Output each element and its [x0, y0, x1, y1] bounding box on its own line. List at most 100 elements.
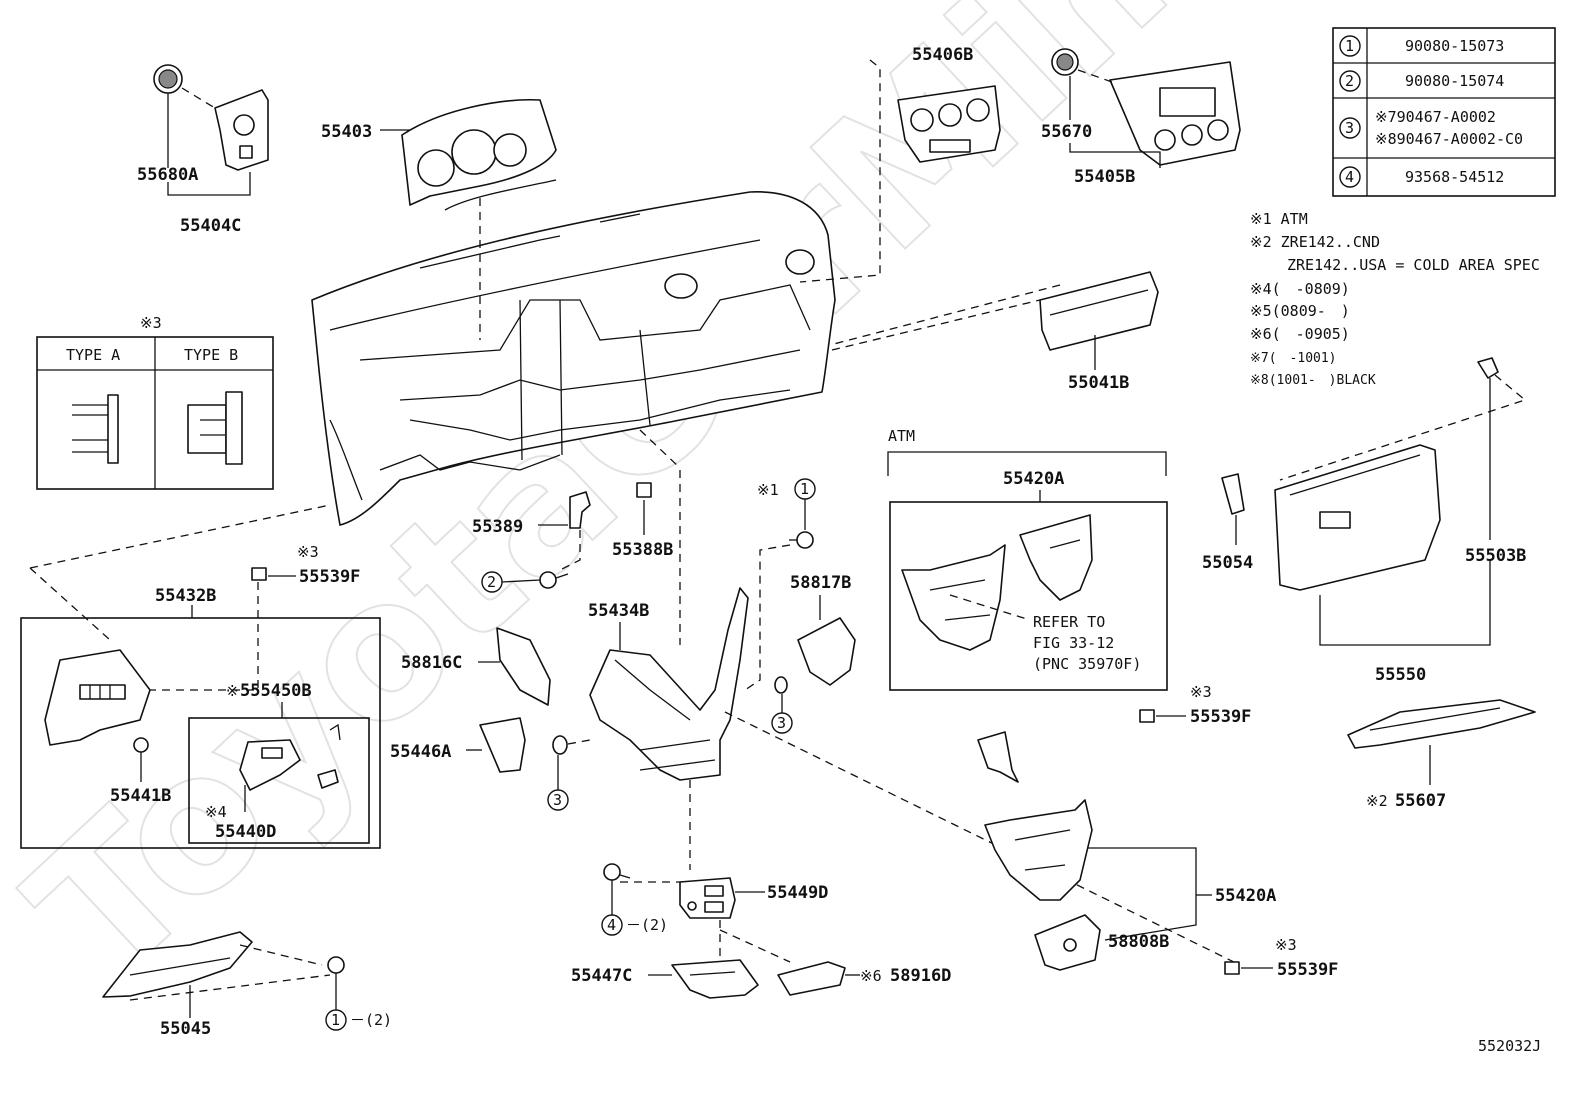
- mark-555450b: ※: [226, 682, 239, 700]
- note-8: ※8(1001- )BLACK: [1250, 373, 1376, 388]
- note-5: ※5(0809- ): [1250, 302, 1350, 320]
- part-55446a: 55446A: [390, 717, 526, 773]
- part-55405b-55670: 55670 55405B: [1041, 48, 1241, 187]
- part-55389: 55389: [472, 491, 591, 571]
- label-55389: 55389: [472, 517, 523, 537]
- type-a-label: TYPE A: [66, 346, 120, 364]
- type-b-label: TYPE B: [184, 346, 238, 364]
- mark-55539f-a: ※3: [297, 543, 319, 561]
- label-58808b: 58808B: [1108, 932, 1169, 952]
- callout-3b: 3: [777, 714, 786, 732]
- type-box: ※3 TYPE A TYPE B: [36, 314, 274, 490]
- qty-4: －(2): [626, 916, 668, 934]
- part-55420a-lower: 55420A 58808B ※3 55539F: [724, 711, 1338, 980]
- label-58916d: 58916D: [890, 966, 951, 986]
- legend-num-2: 2: [1345, 72, 1354, 90]
- legend-num-1: 1: [1345, 37, 1354, 55]
- label-55607: 55607: [1395, 791, 1446, 811]
- mark-55607: ※2: [1366, 792, 1388, 810]
- label-55388b: 55388B: [612, 540, 673, 560]
- label-55404c: 55404C: [180, 216, 241, 236]
- connector-glovebox: [831, 299, 1041, 351]
- part-55388b: 55388B: [612, 482, 673, 560]
- label-55405b: 55405B: [1074, 167, 1135, 187]
- note-1: ※1 ATM: [1250, 210, 1308, 228]
- callout-1-top: 1: [800, 480, 809, 498]
- part-55449d: 55449D 4 －(2): [601, 863, 828, 962]
- dashboard-panel: [311, 191, 836, 526]
- connector-center: [639, 429, 681, 469]
- note-7: ※7( -1001): [1250, 351, 1337, 366]
- part-58816c: 58816C: [401, 627, 551, 706]
- callout-3a: 3: [553, 791, 562, 809]
- part-55406b: 55406B: [799, 45, 1001, 283]
- part-55447c: 55447C ※6 58916D: [571, 929, 951, 999]
- legend-num-4: 4: [1345, 168, 1354, 186]
- refer-line3: (PNC 35970F): [1033, 655, 1141, 673]
- qty-1: －(2): [350, 1011, 392, 1029]
- label-55539f-a: 55539F: [299, 567, 360, 587]
- label-55539f-c: 55539F: [1277, 960, 1338, 980]
- label-55041b: 55041B: [1068, 373, 1129, 393]
- label-55045: 55045: [160, 1019, 211, 1039]
- label-58816c: 58816C: [401, 653, 462, 673]
- callout-2: 2: [487, 573, 496, 591]
- legend-code-4: 93568-54512: [1405, 168, 1504, 186]
- mark-55440d: ※4: [205, 803, 227, 821]
- part-55404c-55680a: 55680A 55404C: [137, 64, 269, 236]
- clip-callout-3b: 3: [771, 676, 793, 734]
- label-55420a-bottom: 55420A: [1215, 886, 1276, 906]
- note-4: ※4( -0809): [1250, 280, 1350, 298]
- label-55420a-top: 55420A: [1003, 469, 1064, 489]
- clip-callout-2: 2: [481, 571, 569, 593]
- label-58817b: 58817B: [790, 573, 851, 593]
- label-55054: 55054: [1202, 553, 1253, 573]
- part-58817b: ※1 1 58817B: [744, 478, 856, 691]
- callout-4: 4: [607, 916, 616, 934]
- legend-num-3: 3: [1345, 119, 1354, 137]
- legend-code-3b: ※890467-A0002-C0: [1375, 130, 1523, 148]
- mark-bolt-1: ※1: [757, 481, 779, 499]
- label-55539f-b: 55539F: [1190, 707, 1251, 727]
- notes: ※1 ATM ※2 ZRE142..CND ZRE142..USA = COLD…: [1250, 210, 1540, 388]
- label-55446a: 55446A: [390, 742, 451, 762]
- part-55403: 55403: [321, 98, 557, 340]
- mark-55539f-b: ※3: [1190, 683, 1212, 701]
- part-55434b: 55434B: [588, 470, 749, 870]
- refer-line1: REFER TO: [1033, 613, 1105, 631]
- type-box-mark: ※3: [140, 314, 162, 332]
- legend-table: 1 90080-15073 2 90080-15074 3 ※790467-A0…: [1332, 27, 1556, 197]
- label-55680a: 55680A: [137, 165, 198, 185]
- note-2b: ZRE142..USA = COLD AREA SPEC: [1287, 256, 1540, 274]
- legend-code-2: 90080-15074: [1405, 72, 1504, 90]
- mark-58916d: ※6: [860, 967, 882, 985]
- part-55041b: 55041B: [829, 271, 1159, 393]
- refer-line2: FIG 33-12: [1033, 634, 1114, 652]
- legend-code-1: 90080-15073: [1405, 37, 1504, 55]
- label-55434b: 55434B: [588, 601, 649, 621]
- reference-id: 552032J: [1478, 1037, 1541, 1055]
- atm-label: ATM: [888, 427, 915, 445]
- legend-code-3a: ※790467-A0002: [1375, 108, 1496, 126]
- part-55550-group: 55503B 55054 55550 ※2 55607: [1202, 357, 1536, 811]
- label-55432b: 55432B: [155, 586, 216, 606]
- label-55441b: 55441B: [110, 786, 171, 806]
- label-55406b: 55406B: [912, 45, 973, 65]
- label-55550: 55550: [1375, 665, 1426, 685]
- callout-1-bottom: 1: [331, 1011, 340, 1029]
- type-b-clip: [187, 391, 243, 465]
- label-555450b: 555450B: [240, 681, 312, 701]
- label-55449d: 55449D: [767, 883, 828, 903]
- clip-callout-3a: 3: [547, 735, 591, 811]
- label-55403: 55403: [321, 122, 372, 142]
- label-55670: 55670: [1041, 122, 1092, 142]
- type-a-clip: [72, 394, 119, 464]
- atm-group: ATM 55420A REFER TO FIG 33-12 (PNC 35970…: [887, 427, 1251, 783]
- part-55432b-group: ※3 55539F 55432B 55441B ※ 555450B ※4 554…: [20, 504, 381, 849]
- label-55503b: 55503B: [1465, 546, 1526, 566]
- label-55440d: 55440D: [215, 822, 276, 842]
- note-2: ※2 ZRE142..CND: [1250, 233, 1380, 251]
- note-6: ※6( -0905): [1250, 325, 1350, 343]
- part-55045: 1 －(2) 55045: [102, 931, 392, 1039]
